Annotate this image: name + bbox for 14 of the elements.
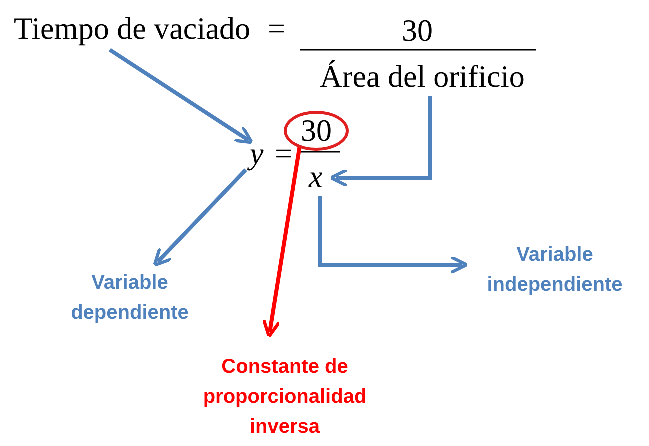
numerator-number: 30 — [402, 14, 433, 48]
variable-symbol: x — [309, 160, 323, 194]
equals-sign: = — [268, 12, 286, 46]
variable-symbol: y — [250, 137, 264, 172]
arrow — [330, 96, 432, 188]
equation-text: Área del orificio — [320, 60, 525, 94]
arrow — [108, 48, 254, 144]
annotation-label: Constante de proporcionalidad inversa — [170, 352, 400, 442]
arrow — [153, 168, 248, 268]
equation-text: Tiempo de vaciado — [14, 12, 250, 46]
annotation-label: Variable dependiente — [50, 268, 210, 328]
arrow — [262, 146, 302, 338]
arrow — [318, 196, 468, 275]
annotation-label: Variable independiente — [460, 240, 649, 300]
